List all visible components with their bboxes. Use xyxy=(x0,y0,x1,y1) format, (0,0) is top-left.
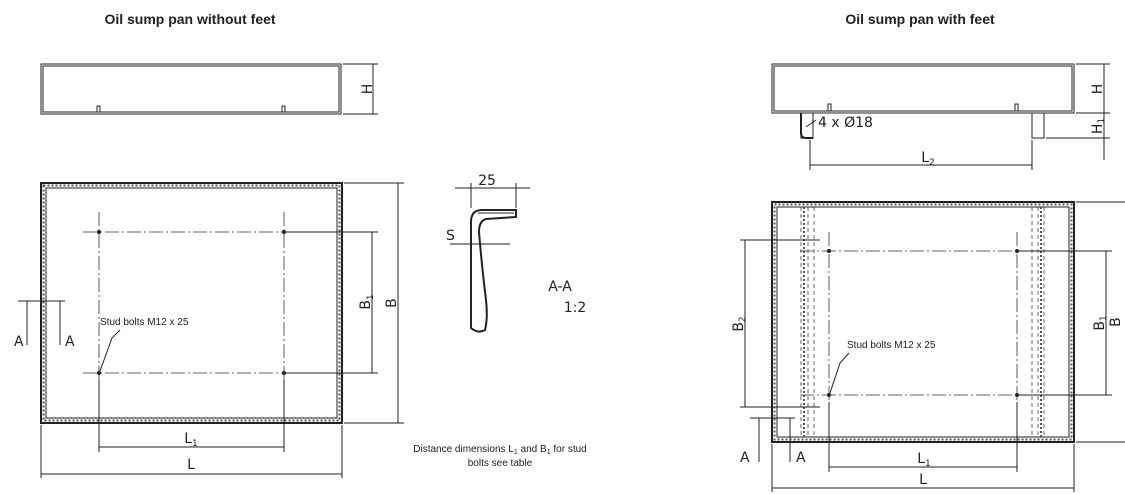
left-section-mark-1: A xyxy=(14,334,24,350)
detail-thickness-label: S xyxy=(446,228,455,244)
right-stud-2 xyxy=(1015,249,1019,253)
left-view-title: Oil sump pan without feet xyxy=(104,11,275,27)
right-dim-L1: L1 xyxy=(917,451,931,469)
left-side-inner xyxy=(42,65,340,113)
left-side-elevation: H xyxy=(40,63,378,115)
right-stud-3 xyxy=(827,393,831,397)
left-section-mark-2: A xyxy=(65,334,75,350)
right-side-inner xyxy=(773,65,1073,112)
right-side-elevation: 4 x Ø18 L2 H H1 xyxy=(771,63,1110,170)
left-stud-4 xyxy=(282,371,286,375)
left-stud-2 xyxy=(282,230,286,234)
right-dim-B1: B1 xyxy=(1092,315,1109,330)
detail-section-title: A-A xyxy=(548,279,572,295)
left-dim-B1: B1 xyxy=(358,294,376,309)
left-plan-inner xyxy=(45,187,338,419)
left-view: Oil sump pan without feet H xyxy=(14,11,404,478)
right-side-outline xyxy=(771,63,1075,114)
detail-scale: 1:2 xyxy=(564,300,587,316)
right-plan-hatch xyxy=(773,203,1073,441)
right-dim-L2: L2 xyxy=(921,150,935,168)
right-dim-L: L xyxy=(919,472,927,488)
left-dim-L1: L1 xyxy=(184,431,198,449)
note-line-2: bolts see table xyxy=(468,458,533,469)
left-plan-outline xyxy=(40,182,343,424)
dimension-note: Distance dimensions L1 and B1 for stud b… xyxy=(413,444,586,469)
right-foot-left xyxy=(800,113,813,139)
right-dim-B: B xyxy=(1108,317,1124,327)
right-section-mark-2: A xyxy=(796,450,806,466)
left-dim-L: L xyxy=(187,457,195,473)
right-stud-label: Stud bolts M12 x 25 xyxy=(847,340,936,351)
right-view-title: Oil sump pan with feet xyxy=(845,11,995,27)
right-dim-B2: B2 xyxy=(731,316,748,331)
left-plan-hatch xyxy=(42,184,341,422)
left-stud-1 xyxy=(97,230,101,234)
left-side-bolt-1 xyxy=(96,105,101,113)
left-side-outline xyxy=(40,63,342,115)
left-stud-3 xyxy=(97,371,101,375)
left-dim-B: B xyxy=(384,298,400,308)
wall-profile xyxy=(470,209,517,333)
right-section-mark-1: A xyxy=(740,450,750,466)
left-dim-H: H xyxy=(360,84,376,95)
right-stud-4 xyxy=(1015,393,1019,397)
section-detail: 25 S A-A 1:2 xyxy=(446,173,587,333)
detail-width-label: 25 xyxy=(478,173,496,189)
left-side-bolt-2 xyxy=(281,105,286,113)
right-plan-outline xyxy=(771,201,1075,443)
right-stud-1 xyxy=(827,249,831,253)
right-plan-inner xyxy=(776,206,1070,438)
right-plan-view: Stud bolts M12 x 25 B2 B1 B xyxy=(731,201,1125,492)
right-foot-right xyxy=(1031,112,1045,139)
right-holes-label: 4 x Ø18 xyxy=(818,115,873,131)
left-plan-view: Stud bolts M12 x 25 B1 B L1 xyxy=(14,182,404,478)
right-view: Oil sump pan with feet 4 x Ø18 L2 xyxy=(731,11,1125,492)
right-dim-H1: H1 xyxy=(1090,118,1107,134)
right-dim-H: H xyxy=(1090,84,1106,95)
left-stud-label: Stud bolts M12 x 25 xyxy=(100,317,189,328)
note-line-1: Distance dimensions L1 and B1 for stud xyxy=(413,444,586,456)
